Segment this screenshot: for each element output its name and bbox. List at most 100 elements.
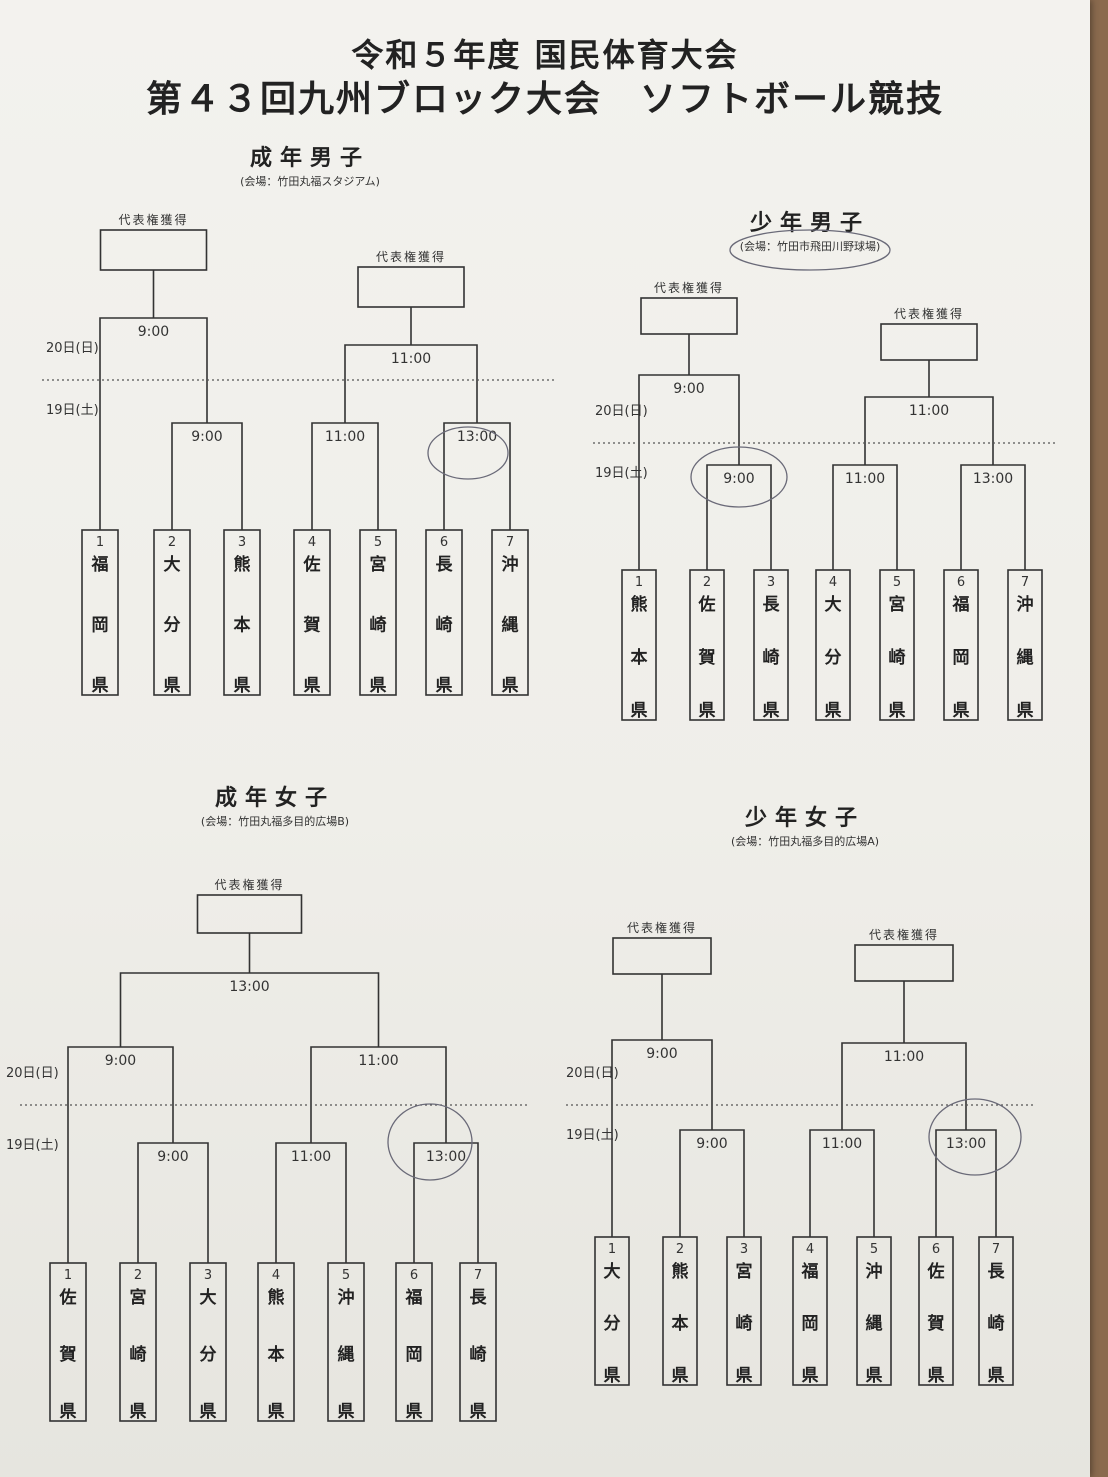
- team-seed: 1: [64, 1268, 72, 1283]
- team-box: [459, 1262, 497, 1422]
- team-name: 佐賀県: [698, 594, 716, 721]
- representative-box: [854, 944, 954, 982]
- bracket-svg: 成年女子 (会場：竹田丸福多目的広場B) 9:00 9:00 11:00 13:00 11:…: [6, 785, 530, 1422]
- pen-circle-mark: [387, 1103, 473, 1181]
- team-box: [425, 529, 463, 696]
- team-box: [153, 529, 191, 696]
- team-name: 沖縄県: [866, 1261, 883, 1386]
- team-box: [395, 1262, 433, 1422]
- team-box: [1007, 569, 1043, 721]
- game-time: 9:00: [105, 1053, 136, 1069]
- team-seed: 6: [957, 575, 965, 590]
- representative-box: [196, 894, 303, 934]
- team-box: [81, 529, 119, 696]
- document-title-line1: 令和５年度 国民体育大会: [351, 36, 739, 74]
- day-label-19: 19日(土): [6, 1138, 59, 1153]
- team-seed: 5: [870, 1242, 878, 1257]
- team-seed: 7: [506, 535, 514, 550]
- team-seed: 3: [767, 575, 775, 590]
- game-time: 13:00: [946, 1136, 986, 1152]
- team-seed: 2: [676, 1242, 684, 1257]
- venue-label: (会場：竹田市飛田川野球場): [740, 239, 881, 253]
- day-label-20: 20日(日): [595, 404, 648, 419]
- bracket-adult-women: 成年女子 (会場：竹田丸福多目的広場B) 9:00 9:00 11:00 13:00 11:…: [0, 785, 540, 1435]
- team-seed: 7: [1021, 575, 1029, 590]
- team-seed: 1: [608, 1242, 616, 1257]
- pen-circle-mark: [690, 446, 788, 508]
- representative-label: 代表権獲得: [894, 306, 964, 321]
- team-box: [594, 1236, 630, 1386]
- game-time: 13:00: [973, 471, 1013, 487]
- team-name: 宮崎県: [736, 1261, 753, 1386]
- team-box: [978, 1236, 1014, 1386]
- team-name: 佐賀県: [927, 1261, 945, 1386]
- team-seed: 1: [96, 535, 104, 550]
- game-time: 11:00: [291, 1149, 331, 1165]
- category-title: 少年男子: [749, 210, 870, 236]
- team-seed: 4: [308, 535, 316, 550]
- venue-label: (会場：竹田丸福スタジアム): [240, 174, 380, 188]
- team-box: [726, 1236, 762, 1386]
- category-title: 少年女子: [744, 805, 865, 831]
- team-box: [815, 569, 851, 721]
- representative-box: [880, 323, 978, 361]
- team-box: [359, 529, 397, 696]
- team-seed: 5: [374, 535, 382, 550]
- venue-label: (会場：竹田丸福多目的広場B): [201, 814, 349, 828]
- team-name: 沖縄県: [1017, 594, 1034, 721]
- game-time: 11:00: [822, 1136, 862, 1152]
- team-name: 福岡県: [952, 594, 970, 721]
- game-time: 9:00: [723, 471, 754, 487]
- team-box: [491, 529, 529, 696]
- game-time: 11:00: [358, 1053, 398, 1069]
- game-time: 9:00: [696, 1136, 727, 1152]
- game-time: 11:00: [845, 471, 885, 487]
- team-seed: 3: [238, 535, 246, 550]
- team-name: 沖縄県: [502, 554, 519, 696]
- team-box: [327, 1262, 365, 1422]
- team-name: 大分県: [200, 1287, 217, 1422]
- team-seed: 1: [635, 575, 643, 590]
- team-name: 佐賀県: [59, 1287, 77, 1422]
- representative-label: 代表権獲得: [214, 877, 284, 892]
- team-seed: 3: [204, 1268, 212, 1283]
- team-name: 福岡県: [801, 1261, 819, 1386]
- team-seed: 7: [992, 1242, 1000, 1257]
- representative-label: 代表権獲得: [869, 927, 939, 942]
- team-box: [119, 1262, 157, 1422]
- day-label-19: 19日(土): [566, 1128, 619, 1143]
- game-time: 9:00: [191, 429, 222, 445]
- team-box: [662, 1236, 698, 1386]
- game-time: 13:00: [426, 1149, 466, 1165]
- representative-label: 代表権獲得: [376, 249, 446, 264]
- team-name: 大分県: [825, 594, 842, 721]
- pen-circle-mark: [729, 229, 891, 271]
- team-name: 佐賀県: [303, 554, 321, 696]
- team-box: [879, 569, 915, 721]
- representative-box: [612, 937, 712, 975]
- team-box: [856, 1236, 892, 1386]
- bracket-line: [99, 317, 208, 530]
- day-label-19: 19日(土): [46, 403, 99, 418]
- day-label-20: 20日(日): [6, 1066, 59, 1081]
- category-title: 成年女子: [215, 785, 335, 811]
- team-seed: 5: [342, 1268, 350, 1283]
- team-box: [918, 1236, 954, 1386]
- representative-label: 代表権獲得: [654, 280, 724, 295]
- team-box: [223, 529, 261, 696]
- team-box: [621, 569, 657, 721]
- team-seed: 4: [829, 575, 837, 590]
- representative-box: [357, 266, 465, 308]
- team-box: [49, 1262, 87, 1422]
- team-box: [792, 1236, 828, 1386]
- team-name: 熊本県: [631, 594, 648, 721]
- team-box: [257, 1262, 295, 1422]
- team-seed: 2: [703, 575, 711, 590]
- team-name: 熊本県: [268, 1287, 285, 1422]
- team-box: [293, 529, 331, 696]
- game-time: 9:00: [157, 1149, 188, 1165]
